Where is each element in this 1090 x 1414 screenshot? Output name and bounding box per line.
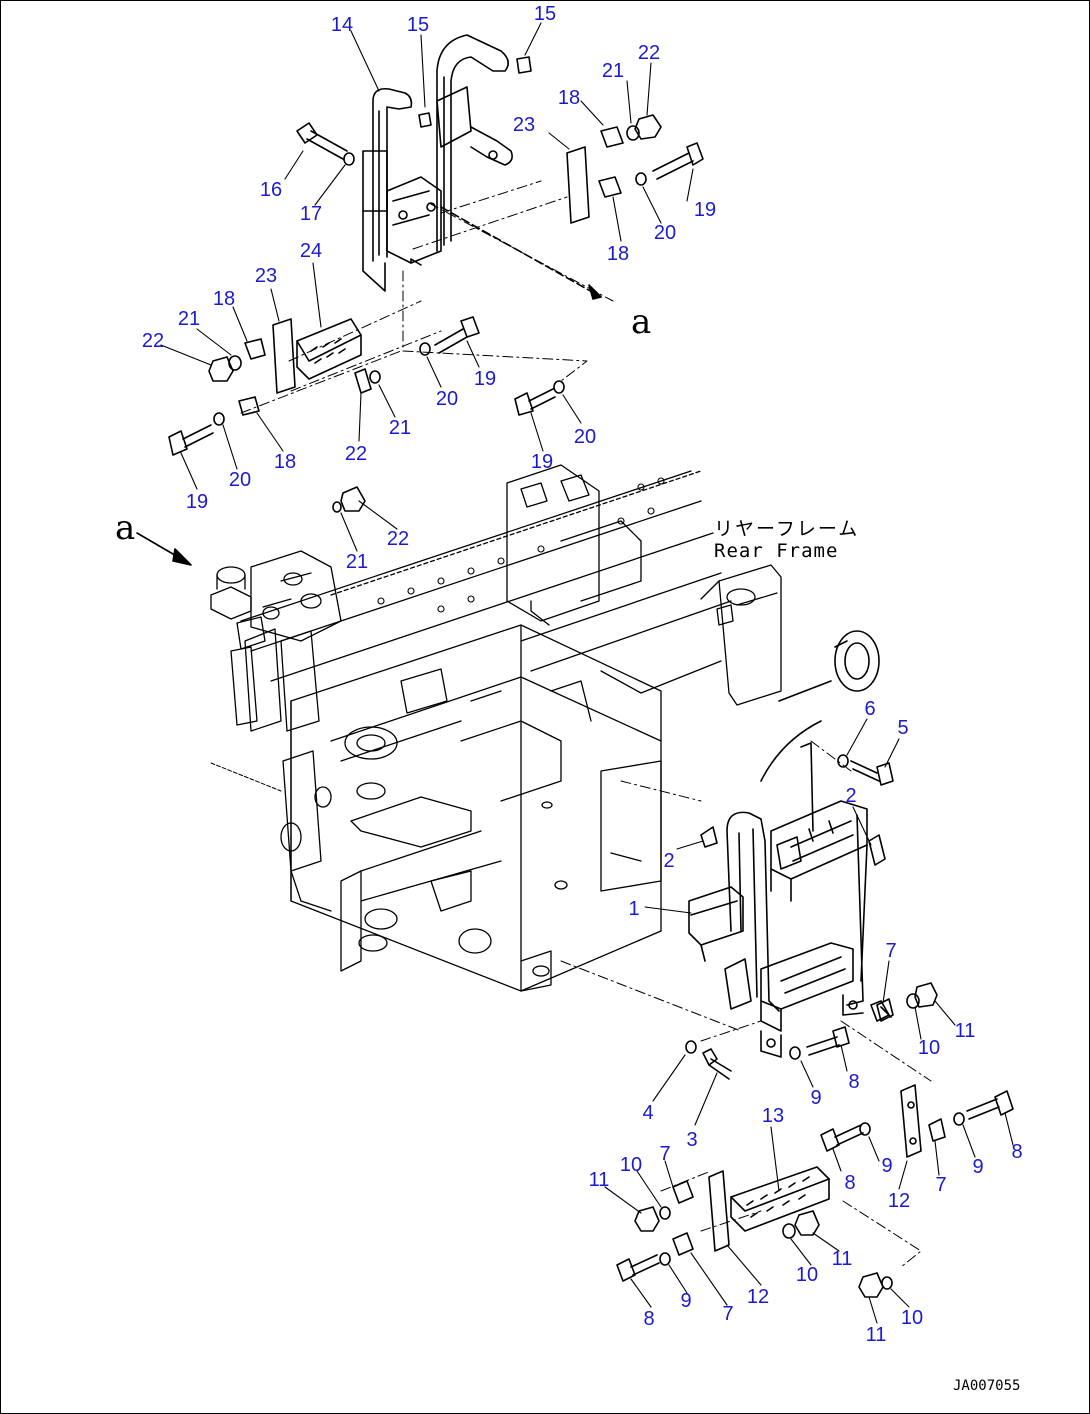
callout-9: 9 bbox=[881, 1155, 893, 1177]
callout-11: 11 bbox=[865, 1324, 887, 1346]
callout-7: 7 bbox=[659, 1143, 671, 1165]
callout-11: 11 bbox=[831, 1248, 853, 1270]
callout-18: 18 bbox=[557, 87, 581, 109]
callout-18: 18 bbox=[273, 451, 297, 473]
callout-6: 6 bbox=[864, 698, 876, 720]
step-ladder-assembly bbox=[688, 742, 894, 1058]
callout-3: 3 bbox=[686, 1129, 698, 1151]
callout-10: 10 bbox=[795, 1264, 819, 1286]
callout-23: 23 bbox=[254, 265, 278, 287]
nut-11-washer-10-upper bbox=[906, 982, 938, 1009]
drawing-code: JA007055 bbox=[953, 1378, 1021, 1394]
callout-5: 5 bbox=[897, 717, 909, 739]
callout-12: 12 bbox=[887, 1190, 911, 1212]
callout-10: 10 bbox=[917, 1037, 941, 1059]
leader-lines bbox=[160, 22, 1014, 1324]
callout-8: 8 bbox=[844, 1172, 856, 1194]
callout-18: 18 bbox=[212, 288, 236, 310]
callout-15: 15 bbox=[533, 3, 557, 25]
callout-1: 1 bbox=[628, 898, 640, 920]
callout-8: 8 bbox=[848, 1071, 860, 1093]
callout-20: 20 bbox=[435, 388, 459, 410]
callout-22: 22 bbox=[386, 528, 410, 550]
callout-9: 9 bbox=[972, 1156, 984, 1178]
callout-8: 8 bbox=[643, 1308, 655, 1330]
callout-20: 20 bbox=[653, 222, 677, 244]
callout-15: 15 bbox=[406, 14, 430, 36]
callout-23: 23 bbox=[512, 114, 536, 136]
callout-12: 12 bbox=[746, 1286, 770, 1308]
callout-21: 21 bbox=[177, 308, 201, 330]
callout-7: 7 bbox=[935, 1174, 947, 1196]
callout-10: 10 bbox=[619, 1154, 643, 1176]
handrail-upper-assembly bbox=[362, 34, 532, 292]
callout-22: 22 bbox=[344, 443, 368, 465]
callout-14: 14 bbox=[330, 14, 354, 36]
callout-20: 20 bbox=[573, 426, 597, 448]
callout-21: 21 bbox=[601, 60, 625, 82]
fastener-cluster-bottom bbox=[616, 998, 1014, 1298]
callout-21: 21 bbox=[388, 417, 412, 439]
clamp-group-upper-right bbox=[566, 114, 704, 224]
rear-frame-label-jp: リヤーフレーム bbox=[714, 518, 860, 540]
callout-19: 19 bbox=[693, 199, 717, 221]
rear-frame bbox=[210, 464, 782, 992]
callout-2: 2 bbox=[845, 785, 857, 807]
callout-20: 20 bbox=[228, 469, 252, 491]
view-marker-a: a bbox=[631, 302, 652, 342]
callout-16: 16 bbox=[259, 179, 283, 201]
callout-9: 9 bbox=[810, 1087, 822, 1109]
callout-7: 7 bbox=[885, 940, 897, 962]
callout-7: 7 bbox=[722, 1303, 734, 1325]
bolt-16-washer-17 bbox=[296, 122, 355, 166]
callout-21: 21 bbox=[345, 551, 369, 573]
callout-19: 19 bbox=[185, 491, 209, 513]
callout-9: 9 bbox=[680, 1290, 692, 1312]
callout-11: 11 bbox=[954, 1020, 976, 1042]
step-13-plates-12 bbox=[708, 1084, 922, 1252]
view-marker-a: a bbox=[115, 508, 136, 548]
callout-22: 22 bbox=[141, 330, 165, 352]
callout-19: 19 bbox=[473, 368, 497, 390]
clamp-group-lower-left bbox=[168, 316, 565, 513]
callout-4: 4 bbox=[642, 1102, 654, 1124]
callout-8: 8 bbox=[1011, 1141, 1023, 1163]
callout-22: 22 bbox=[637, 42, 661, 64]
view-arrow-a-left bbox=[136, 532, 192, 566]
callout-10: 10 bbox=[900, 1307, 924, 1329]
rear-frame-disc bbox=[760, 630, 880, 782]
callout-17: 17 bbox=[299, 203, 323, 225]
callout-13: 13 bbox=[761, 1105, 785, 1127]
bolt-8-washer-9-upper bbox=[789, 1026, 850, 1060]
view-arrow-a-upper bbox=[440, 206, 602, 300]
rear-frame-label-en: Rear Frame bbox=[714, 540, 839, 562]
bolt-3-washer-4 bbox=[685, 1040, 732, 1080]
callout-19: 19 bbox=[530, 451, 554, 473]
callout-18: 18 bbox=[606, 243, 630, 265]
callout-2: 2 bbox=[663, 850, 675, 872]
reference-lines bbox=[240, 180, 932, 1268]
callout-11: 11 bbox=[588, 1169, 610, 1191]
callout-24: 24 bbox=[299, 240, 323, 262]
